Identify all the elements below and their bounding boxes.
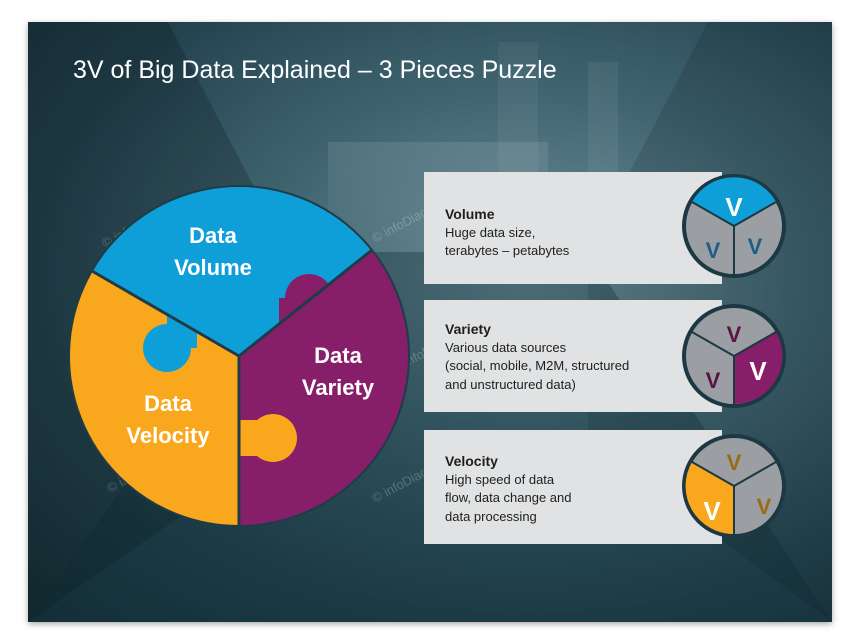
card-variety-heading: Variety bbox=[445, 321, 491, 337]
card-volume-description: Huge data size, terabytes – petabytes bbox=[445, 224, 570, 259]
velocity-mini-v-right: V bbox=[757, 494, 772, 519]
variety-mini-puzzle-icon: V V V bbox=[682, 304, 786, 408]
card-variety: Variety Various data sources (social, mo… bbox=[424, 300, 722, 412]
variety-label-line2: Variety bbox=[301, 375, 375, 400]
variety-mini-v-main: V bbox=[749, 356, 767, 386]
volume-label-line1: Data bbox=[189, 223, 237, 248]
velocity-label: Data Velocity bbox=[108, 388, 228, 452]
volume-mini-puzzle-icon: V V V bbox=[682, 174, 786, 278]
volume-label: Data Volume bbox=[153, 220, 273, 284]
velocity-label-line1: Data bbox=[144, 391, 192, 416]
card-velocity-heading: Velocity bbox=[445, 453, 498, 469]
card-volume-text: Volume Huge data size, terabytes – petab… bbox=[445, 205, 569, 261]
slide-title: 3V of Big Data Explained – 3 Pieces Puzz… bbox=[73, 56, 557, 84]
velocity-mini-puzzle-icon: V V V bbox=[682, 434, 786, 538]
velocity-mini-v-top: V bbox=[727, 450, 742, 475]
slide: 3V of Big Data Explained – 3 Pieces Puzz… bbox=[28, 22, 832, 622]
card-variety-description: Various data sources (social, mobile, M2… bbox=[445, 339, 630, 392]
variety-mini-v-left: V bbox=[706, 368, 721, 393]
card-velocity-description: High speed of data flow, data change and… bbox=[445, 471, 572, 524]
card-variety-text: Variety Various data sources (social, mo… bbox=[445, 320, 629, 394]
variety-mini-v-top: V bbox=[727, 322, 742, 347]
volume-mini-v-right: V bbox=[748, 234, 763, 259]
volume-mini-v-main: V bbox=[725, 192, 743, 222]
volume-label-line2: Volume bbox=[174, 255, 252, 280]
volume-piece bbox=[92, 186, 372, 356]
variety-label-line1: Data bbox=[314, 343, 362, 368]
card-volume-heading: Volume bbox=[445, 206, 495, 222]
variety-label: Data Variety bbox=[278, 340, 398, 404]
card-volume: Volume Huge data size, terabytes – petab… bbox=[424, 172, 722, 284]
volume-mini-v-left: V bbox=[706, 238, 721, 263]
card-velocity-text: Velocity High speed of data flow, data c… bbox=[445, 452, 572, 526]
velocity-mini-v-main: V bbox=[703, 496, 721, 526]
puzzle-diagram bbox=[68, 185, 410, 527]
velocity-label-line2: Velocity bbox=[126, 423, 210, 448]
card-velocity: Velocity High speed of data flow, data c… bbox=[424, 430, 722, 544]
